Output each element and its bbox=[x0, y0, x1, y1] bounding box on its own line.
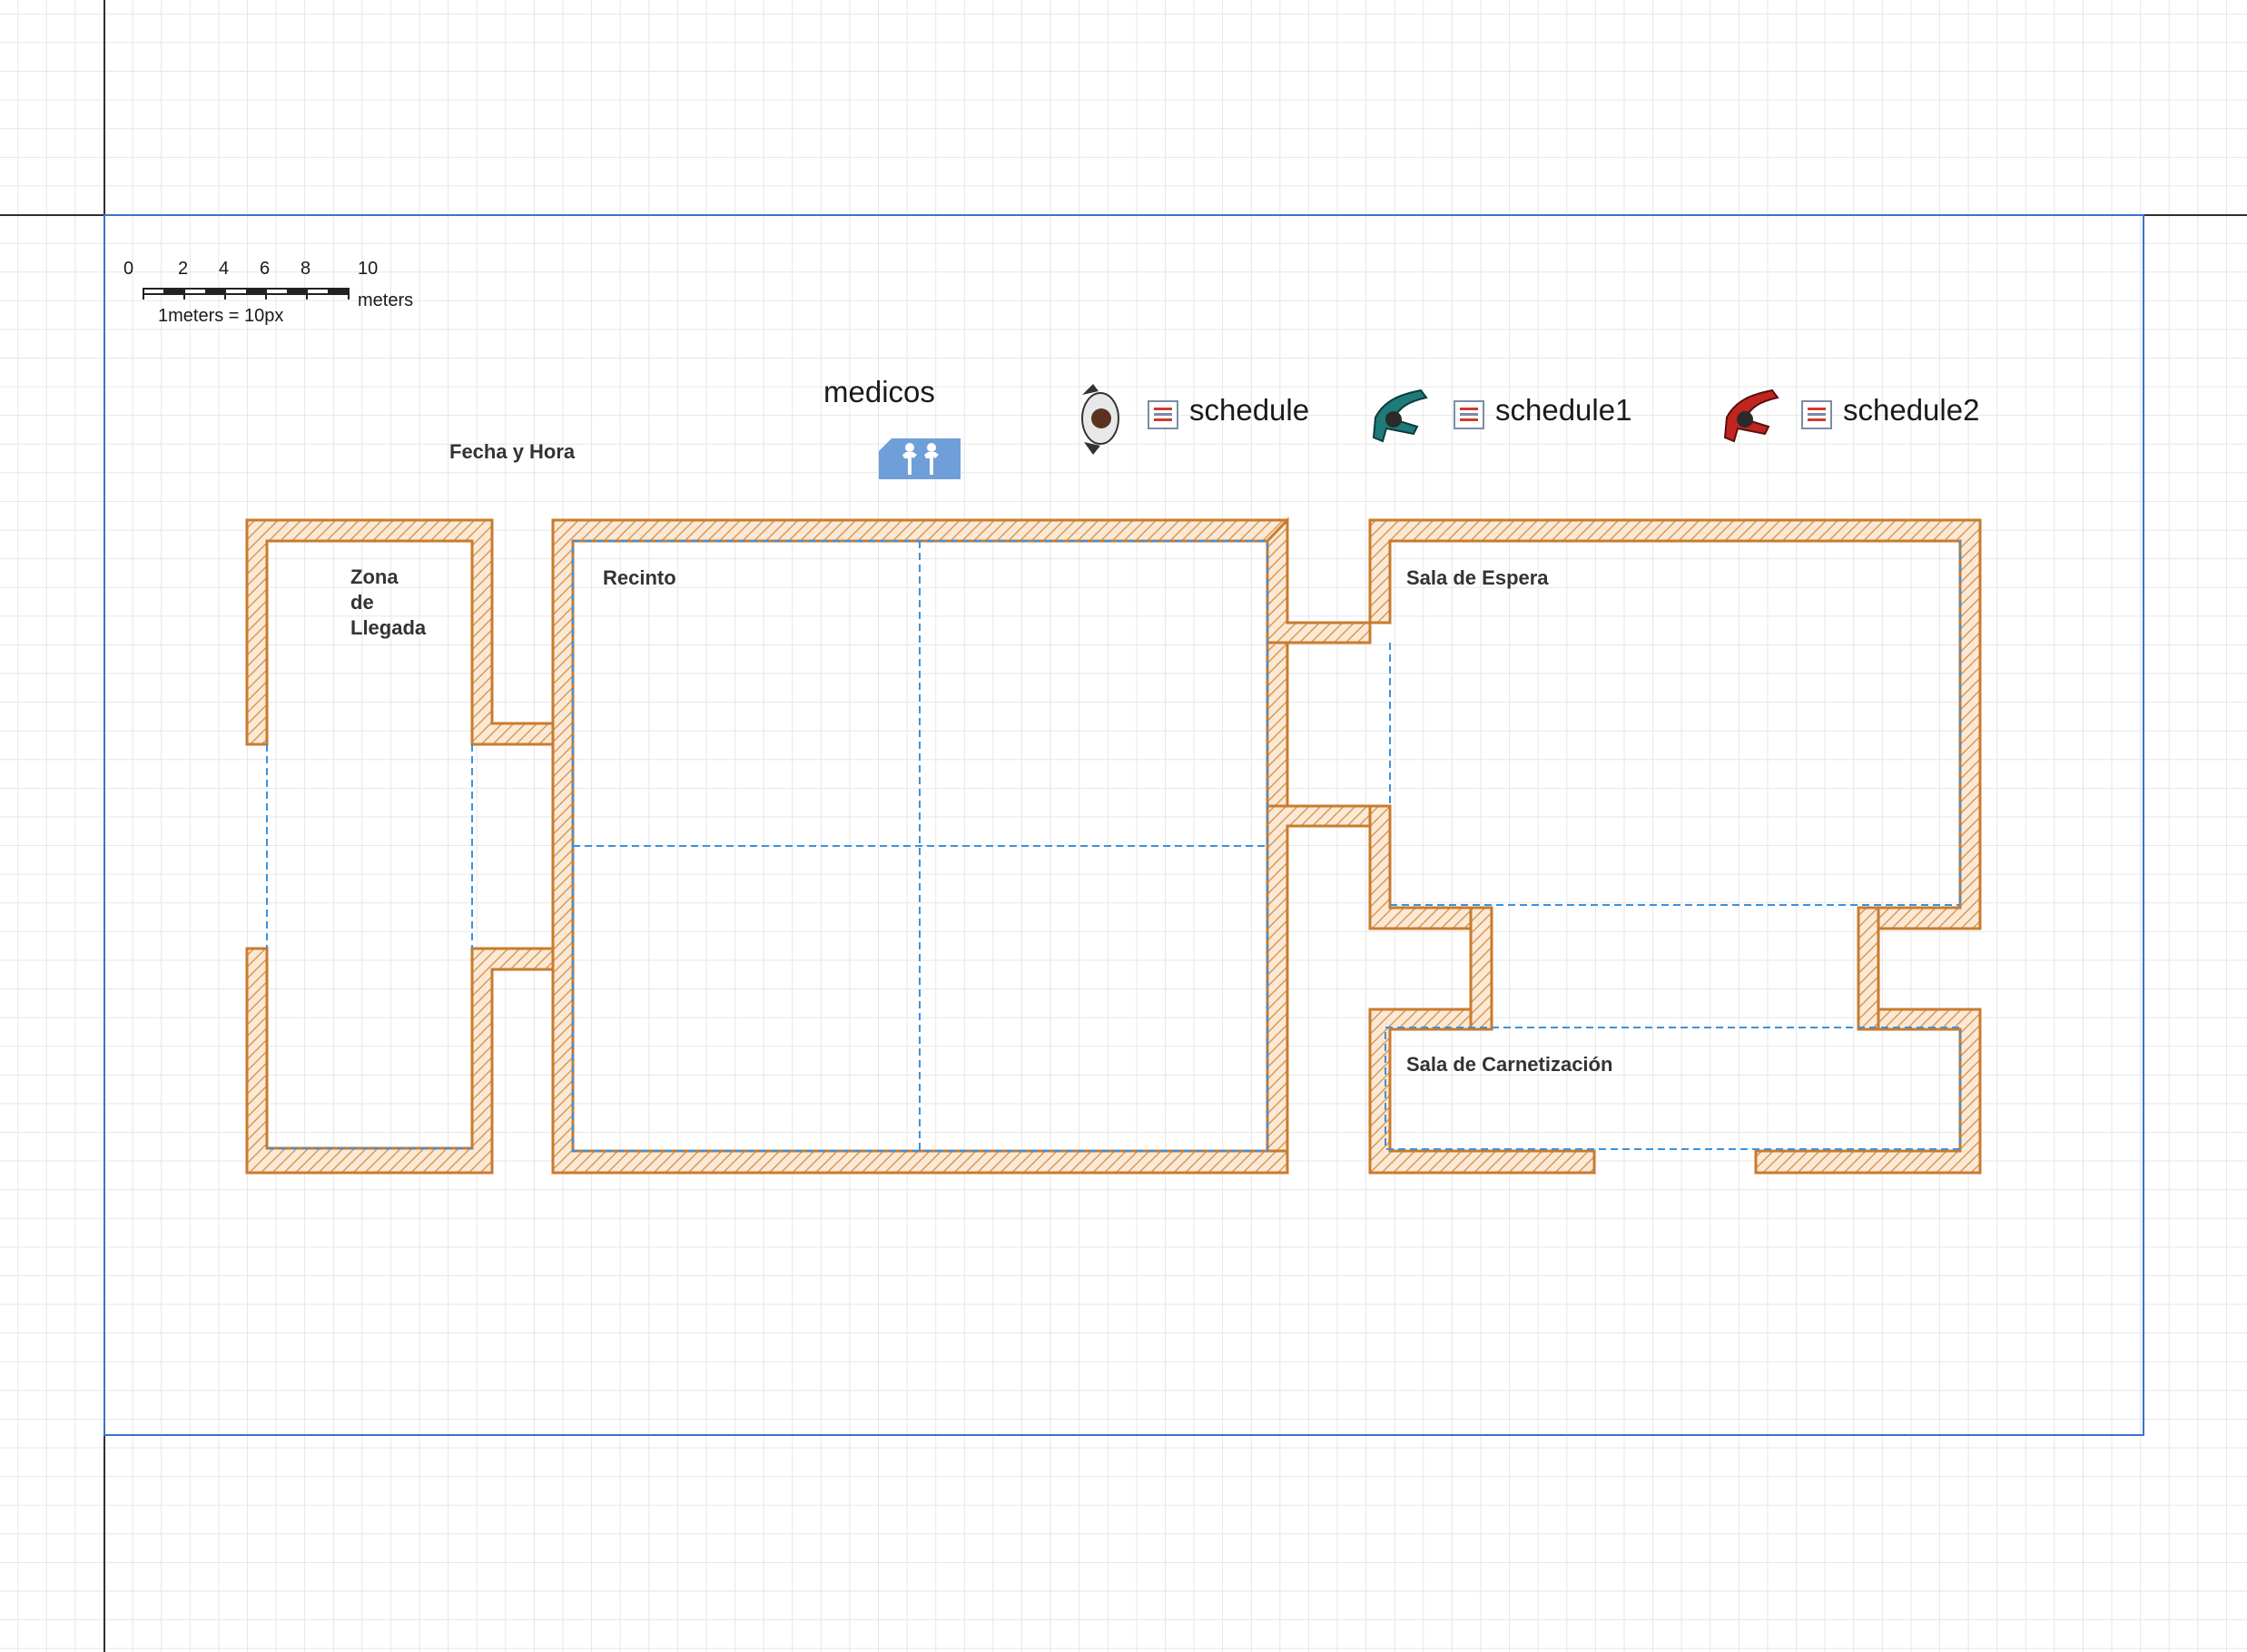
arrival-line-3: Llegada bbox=[350, 616, 427, 639]
schedule1-icon[interactable] bbox=[1454, 400, 1484, 429]
resource-pool-icon[interactable] bbox=[879, 438, 961, 479]
room-label-recinto: Recinto bbox=[603, 566, 676, 589]
scale-bar bbox=[143, 288, 350, 300]
arrival-line-1: Zona bbox=[350, 565, 399, 588]
schedule2-label[interactable]: schedule2 bbox=[1843, 393, 1980, 427]
walls bbox=[245, 516, 1982, 1175]
person-gray-icon[interactable] bbox=[1071, 377, 1128, 460]
scale-tick-0: 0 bbox=[123, 259, 134, 279]
room-label-arrival: Zona de Llegada bbox=[350, 565, 426, 641]
schedule2-icon[interactable] bbox=[1801, 400, 1832, 429]
scale-tick-4: 4 bbox=[219, 259, 230, 279]
scale-tick-8: 8 bbox=[301, 259, 311, 279]
scale-ratio: 1meters = 10px bbox=[158, 306, 284, 326]
wall-connector-right bbox=[1857, 906, 1880, 1031]
scale-unit: meters bbox=[358, 290, 414, 310]
wall-corridor bbox=[1266, 516, 1372, 1153]
datetime-label[interactable]: Fecha y Hora bbox=[449, 440, 576, 463]
schedule-label[interactable]: schedule bbox=[1189, 393, 1310, 427]
room-label-waiting: Sala de Espera bbox=[1406, 566, 1549, 589]
scale-tick-2: 2 bbox=[178, 259, 189, 279]
schedule1-label[interactable]: schedule1 bbox=[1495, 393, 1632, 427]
network-lines bbox=[266, 540, 1961, 1152]
scale-tick-6: 6 bbox=[260, 259, 271, 279]
model-frame bbox=[103, 214, 2144, 1436]
person-red-icon[interactable] bbox=[1718, 381, 1783, 448]
room-label-carnet: Sala de Carnetización bbox=[1406, 1053, 1613, 1076]
schedule-icon[interactable] bbox=[1148, 400, 1178, 429]
scale-tick-10: 10 bbox=[358, 259, 379, 279]
resource-pool-label: medicos bbox=[823, 375, 935, 408]
wall-connector-left bbox=[1469, 906, 1493, 1031]
person-teal-icon[interactable] bbox=[1366, 381, 1432, 448]
arrival-line-2: de bbox=[350, 591, 374, 614]
